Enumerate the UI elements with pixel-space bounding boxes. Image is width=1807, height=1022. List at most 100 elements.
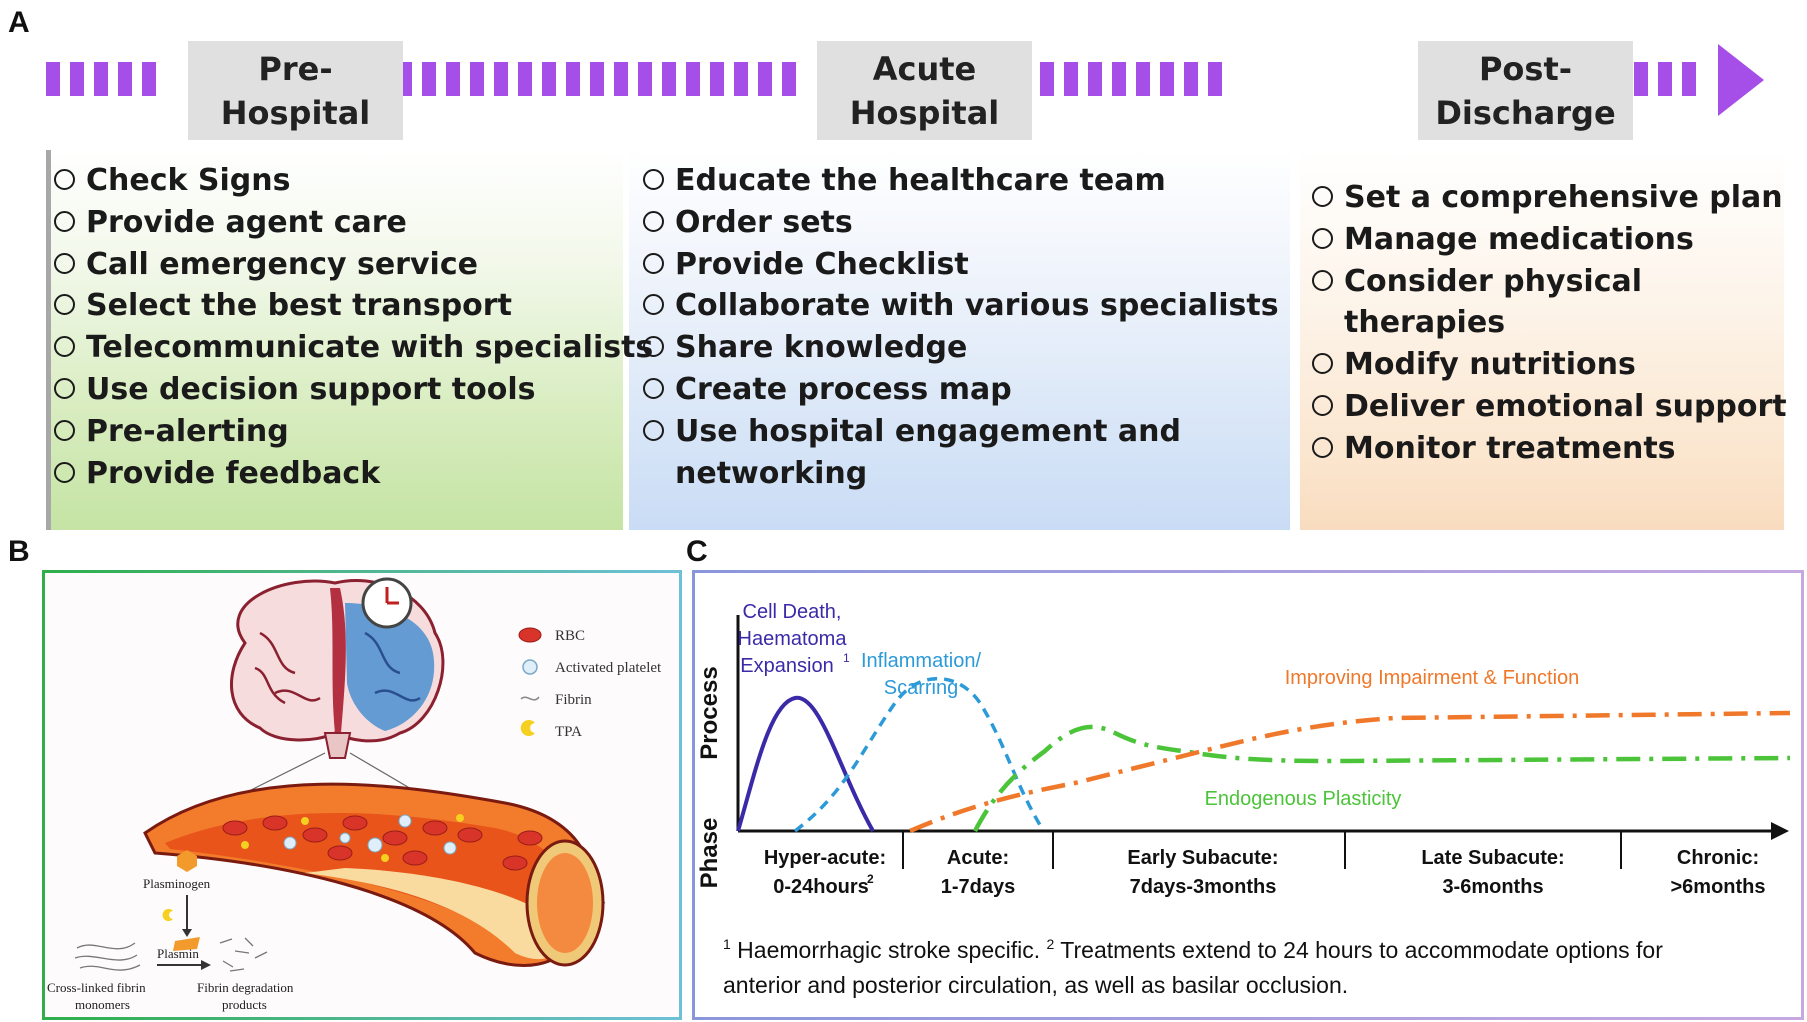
list-item: Select the best transport [52,285,653,327]
list-item: Manage medications [1310,219,1807,261]
panel-label-a: A [8,6,30,39]
thrombolysis-illustration: RBC Activated platelet Fibrin TPA Plasmi… [47,577,662,1012]
list-item: Telecommunicate with specialists [52,327,653,369]
crosslinked-label: Cross-linked fibrin [47,980,146,995]
circle-bullet-icon [54,461,75,483]
list-item-label: Deliver emotional support [1344,388,1787,424]
footnote-line-2: anterior and posterior circulation, as w… [723,972,1348,998]
circle-bullet-icon [1312,186,1333,207]
circle-bullet-icon [1312,394,1333,416]
list-item: Check Signs [52,160,653,202]
panel-label-b: B [8,535,30,568]
list-item: Use decision support tools [52,369,653,411]
list-item: Provide Checklist [641,244,1279,286]
stage-post-discharge: Post- Discharge [1418,41,1633,140]
panel-c-frame [692,570,1804,1020]
curve-plasticity [973,724,1791,833]
list-item: Call emergency service [52,244,653,286]
label-cell-death-sup: 1 [843,651,850,665]
circle-bullet-icon [1312,436,1333,458]
circle-bullet-icon [54,419,75,441]
plasmin-label: Plasmin [157,946,199,961]
list-item: Pre-alerting [52,411,653,453]
list-item-label: Use decision support tools [86,371,536,407]
phase-hyperacute-sup: 2 [867,872,874,886]
circle-bullet-icon [54,169,75,190]
fibrin-icon [520,696,540,701]
circle-bullet-icon [54,377,75,399]
label-cell-death-1: Cell Death, [743,601,842,623]
list-item: Use hospital engagement and networking [641,411,1279,495]
list-item: Deliver emotional support [1310,386,1807,428]
list-item-label: Call emergency service [86,246,478,282]
phase-early-subacute-range: 7days-3months [1130,876,1277,898]
circle-bullet-icon [54,252,75,274]
legend-tpa: TPA [555,724,582,740]
curve-inflammation [793,676,1042,833]
circle-bullet-icon [1312,269,1333,291]
circle-bullet-icon [643,210,664,232]
list-item-label: Check Signs [86,163,291,198]
stage-pre-hospital: Pre- Hospital [188,41,403,140]
list-item: Consider physical therapies [1310,261,1807,345]
list-item: Provide agent care [52,202,653,244]
footnote-line-1: 1 Haemorrhagic stroke specific. 2 Treatm… [723,936,1663,963]
phase-chronic-name: Chronic: [1677,847,1759,869]
list-item-label: Select the best transport [86,288,512,324]
list-item-label: Provide feedback [86,455,381,491]
list-item-label: Monitor treatments [1344,430,1676,466]
legend-platelet: Activated platelet [555,660,662,676]
phase-hyperacute-range: 0-24hours [773,876,869,898]
plasminogen-pathway: Plasminogen Plasmin Cross-linked fibrin … [47,850,294,1012]
phase-early-subacute-name: Early Subacute: [1127,847,1278,869]
list-item: Set a comprehensive plan [1310,177,1807,219]
legend-rbc: RBC [555,628,585,644]
phase-hyperacute-name: Hyper-acute: [764,847,886,869]
list-item: Monitor treatments [1310,428,1807,470]
crosslinked-label-2: monomers [75,997,130,1012]
phase-process-diagram: Process Phase Cell Death, Haematoma Expa… [696,601,1791,998]
legend: RBC Activated platelet Fibrin TPA [518,627,662,740]
platelet-icon [522,659,538,675]
list-item-label: Consider physical therapies [1344,263,1643,341]
list-item-label: Order sets [675,204,853,240]
list-item-label: Modify nutritions [1344,347,1636,383]
circle-bullet-icon [643,377,664,399]
clock-icon [361,577,413,629]
circle-bullet-icon [54,336,75,358]
stage-acute-hospital: Acute Hospital [817,41,1032,140]
blood-vessel [143,782,605,967]
list-item-label: Provide Checklist [675,246,969,282]
post-discharge-background [1300,150,1784,530]
panel-label-c: C [686,535,708,568]
curve-cell-death [736,695,875,832]
plasmin-icon [173,937,200,951]
circle-bullet-icon [54,294,75,316]
label-improving: Improving Impairment & Function [1285,667,1580,689]
rbc-icon [518,627,542,643]
list-item-label: Pre-alerting [86,413,289,449]
curve-improving [909,710,1791,834]
pre-hospital-background [46,150,623,530]
label-plasticity: Endogenous Plasticity [1205,788,1402,810]
label-inflammation-2: Scarring [884,677,958,699]
list-item-label: Collaborate with various specialists [675,288,1279,324]
circle-bullet-icon [643,294,664,316]
plasminogen-label: Plasminogen [143,876,211,891]
list-item-label: Telecommunicate with specialists [86,330,654,366]
list-item-label: Use hospital engagement and networking [675,413,1181,491]
fibrin-fragments-icon [219,937,268,972]
list-item-label: Create process map [675,371,1012,407]
label-inflammation-1: Inflammation/ [861,650,981,672]
label-cell-death-3: Expansion [740,655,833,677]
y-label-phase: Phase [696,818,723,889]
circle-bullet-icon [54,210,75,232]
phase-acute-range: 1-7days [941,876,1016,898]
y-label-process: Process [696,666,723,759]
circle-bullet-icon [643,252,664,274]
list-item: Create process map [641,369,1279,411]
list-item: Collaborate with various specialists [641,285,1279,327]
